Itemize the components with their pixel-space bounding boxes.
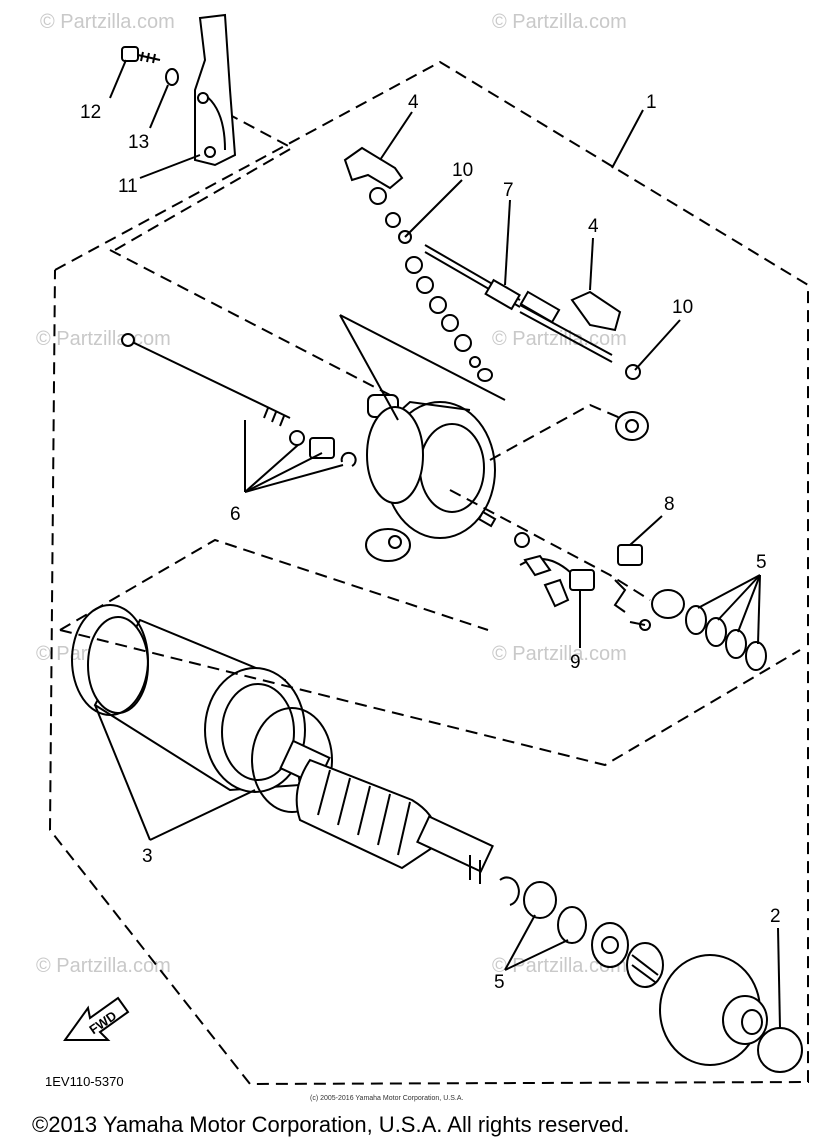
clip — [340, 451, 357, 467]
leader-lines — [94, 59, 781, 1029]
watermark-text: © Partzilla.com — [492, 328, 627, 350]
assembly-boundary — [48, 60, 809, 1086]
callout-5: 5 — [756, 552, 767, 573]
callout-10: 10 — [452, 160, 473, 181]
small-copyright: (c) 2005-2016 Yamaha Motor Corporation, … — [310, 1095, 463, 1102]
callout-9: 9 — [570, 652, 581, 673]
washer-set — [685, 605, 767, 671]
callout-6: 6 — [230, 504, 241, 525]
guide-line — [449, 489, 651, 601]
callout-7: 7 — [503, 180, 514, 201]
watermark-layer: © Partzilla.com © Partzilla.com © Partzi… — [36, 11, 627, 977]
callout-11: 11 — [118, 176, 138, 197]
watermark-text: © Partzilla.com — [36, 955, 171, 977]
callout-4: 4 — [588, 216, 599, 237]
callout-8: 8 — [664, 494, 675, 515]
footer-copyright: ©2013 Yamaha Motor Corporation, U.S.A. A… — [32, 1112, 629, 1137]
needle-bearing — [626, 942, 664, 988]
bearing — [591, 922, 629, 968]
o-ring — [757, 1027, 803, 1073]
watermark-text: © Partzilla.com — [40, 11, 175, 33]
armature — [279, 739, 494, 884]
washer — [289, 430, 305, 446]
fwd-arrow-icon: FWD — [63, 996, 130, 1041]
washer — [557, 906, 587, 944]
bolt — [121, 46, 161, 64]
guide-line — [59, 538, 489, 631]
callout-10: 10 — [672, 297, 693, 318]
watermark-text: © Partzilla.com — [492, 643, 627, 665]
mounting-bracket — [194, 13, 237, 167]
watermark-text: © Partzilla.com — [492, 11, 627, 33]
callout-4: 4 — [408, 92, 419, 113]
circlip — [499, 876, 520, 906]
callout-1: 1 — [646, 92, 657, 113]
guide-line — [59, 629, 801, 767]
callout-3: 3 — [142, 846, 153, 867]
diagram-code: 1EV110-5370 — [45, 1074, 124, 1089]
front-cover — [659, 954, 768, 1066]
terminal-assembly — [343, 146, 641, 382]
callout-5: 5 — [494, 972, 505, 993]
callout-12: 12 — [80, 102, 101, 123]
o-ring — [71, 604, 149, 716]
bracket-boundary — [114, 114, 295, 251]
washer — [523, 881, 557, 919]
callout-labels: 1 2 3 4 4 5 5 6 7 8 9 10 10 11 12 13 — [80, 92, 781, 993]
watermark-text: © Partzilla.com — [36, 328, 171, 350]
callout-13: 13 — [128, 132, 149, 153]
end-cover — [366, 394, 496, 539]
washer — [165, 68, 179, 86]
through-bolt — [121, 333, 291, 427]
o-ring — [251, 707, 333, 813]
plate — [309, 437, 335, 459]
callout-2: 2 — [770, 906, 781, 927]
guide-line — [109, 249, 391, 396]
brush-holder — [365, 510, 685, 631]
guide-line — [489, 403, 626, 461]
bearing — [615, 411, 649, 441]
